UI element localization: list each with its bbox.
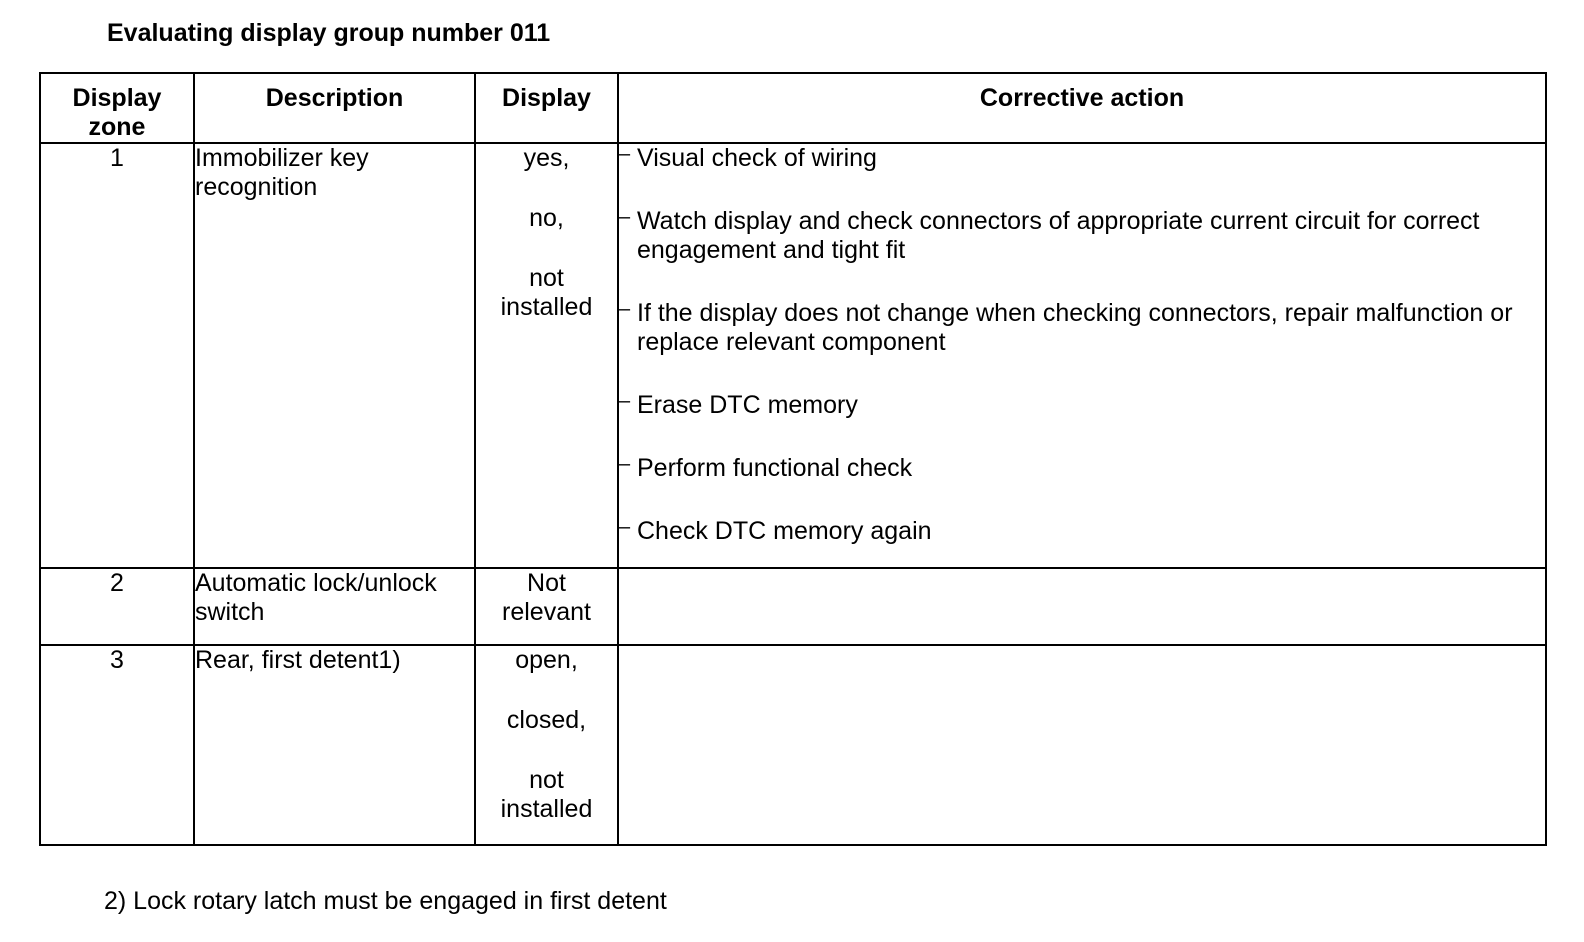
- cell-display-zone: 2: [39, 567, 195, 646]
- header-display-zone: Display zone: [39, 72, 195, 144]
- table-header-row: Display zone Description Display Correct…: [39, 72, 1547, 144]
- action-item: – Check DTC memory again: [619, 516, 1545, 546]
- action-text: Check DTC memory again: [637, 517, 932, 545]
- cell-description: Automatic lock/unlock switch: [193, 567, 476, 646]
- action-text: Erase DTC memory: [637, 391, 858, 419]
- header-corrective-action: Corrective action: [617, 72, 1547, 144]
- cell-display: yes, no, not installed: [474, 142, 619, 569]
- cell-corrective-action: [617, 644, 1547, 846]
- cell-description: Rear, first detent1): [193, 644, 476, 846]
- dash-bullet: –: [619, 206, 631, 228]
- cell-display: Not relevant: [474, 567, 619, 646]
- display-value: not installed: [500, 766, 593, 823]
- cell-corrective-action: [617, 567, 1547, 646]
- action-item: – Erase DTC memory: [619, 390, 1545, 420]
- table-row: 1 Immobilizer key recognition yes, no, n…: [39, 142, 1547, 569]
- evaluation-table: Display zone Description Display Correct…: [39, 72, 1547, 846]
- display-value: no,: [529, 204, 564, 232]
- dash-bullet: –: [619, 390, 631, 412]
- action-text: Watch display and check connectors of ap…: [637, 207, 1480, 264]
- dash-bullet: –: [619, 453, 631, 475]
- dash-bullet: –: [619, 298, 631, 320]
- header-display: Display: [474, 72, 619, 144]
- display-value: closed,: [506, 706, 587, 734]
- table-row: 3 Rear, first detent1) open, closed, not…: [39, 644, 1547, 846]
- action-item: – Watch display and check connectors of …: [619, 206, 1545, 265]
- action-text: If the display does not change when chec…: [637, 299, 1513, 356]
- header-description: Description: [193, 72, 476, 144]
- page-title: Evaluating display group number 011: [107, 19, 551, 47]
- footnote: 2) Lock rotary latch must be engaged in …: [104, 887, 667, 915]
- action-text: Visual check of wiring: [637, 144, 877, 172]
- action-item: – If the display does not change when ch…: [619, 298, 1545, 357]
- table-row: 2 Automatic lock/unlock switch Not relev…: [39, 567, 1547, 646]
- display-value: yes,: [523, 144, 570, 172]
- display-value: open,: [515, 646, 578, 674]
- dash-bullet: –: [619, 516, 631, 538]
- dash-bullet: –: [619, 143, 631, 165]
- cell-display: open, closed, not installed: [474, 644, 619, 846]
- action-text: Perform functional check: [637, 454, 913, 482]
- cell-corrective-action: – Visual check of wiring – Watch display…: [617, 142, 1547, 569]
- cell-display-zone: 1: [39, 142, 195, 569]
- cell-display-zone: 3: [39, 644, 195, 846]
- display-value: not installed: [500, 264, 593, 321]
- cell-description: Immobilizer key recognition: [193, 142, 476, 569]
- action-item: – Perform functional check: [619, 453, 1545, 483]
- display-value: Not relevant: [502, 569, 591, 626]
- action-item: – Visual check of wiring: [619, 143, 1545, 173]
